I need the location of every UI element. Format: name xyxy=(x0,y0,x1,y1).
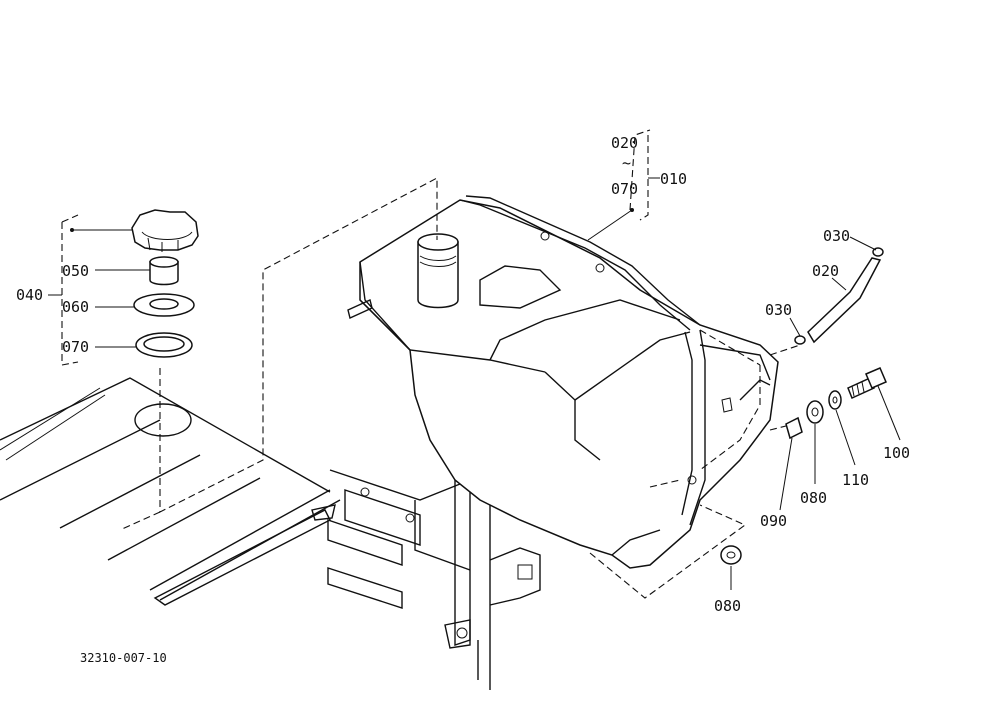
callout-040: 040 xyxy=(16,286,43,304)
frame-plate xyxy=(0,377,341,606)
callout-070-top: 070 xyxy=(611,180,638,198)
drawing-number: 32310-007-10 xyxy=(80,651,167,665)
callout-070-left: 070 xyxy=(62,338,89,356)
callout-100: 100 xyxy=(883,444,910,462)
filler-cap-assembly xyxy=(131,209,199,358)
callout-080-bottom: 080 xyxy=(714,597,741,615)
fuel-tank xyxy=(347,195,779,569)
callout-labels: 020 ~ 070 010 040 050 060 070 030 020 03… xyxy=(16,134,910,665)
callout-060: 060 xyxy=(62,298,89,316)
callout-wave: ~ xyxy=(622,154,631,172)
callout-020-top: 020 xyxy=(611,134,638,152)
callout-020-right: 020 xyxy=(812,262,839,280)
vent-hose-assembly xyxy=(720,247,887,565)
callout-leaders xyxy=(48,177,901,590)
callout-030-mid: 030 xyxy=(765,301,792,319)
callout-080-right: 080 xyxy=(800,489,827,507)
callout-010: 010 xyxy=(660,170,687,188)
callout-030-top: 030 xyxy=(823,227,850,245)
callout-110: 110 xyxy=(842,471,869,489)
callout-050: 050 xyxy=(62,262,89,280)
callout-090: 090 xyxy=(760,512,787,530)
leader-lines xyxy=(61,129,801,599)
